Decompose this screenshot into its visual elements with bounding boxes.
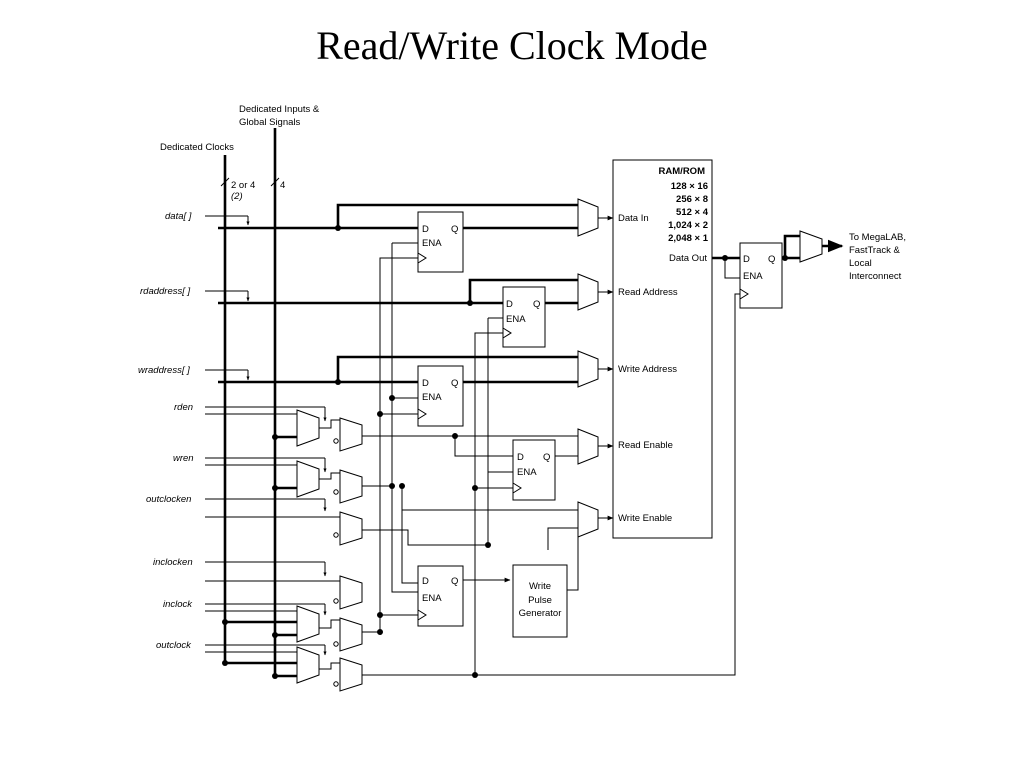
register-q-label: Q xyxy=(768,254,775,265)
register-ena-label: ENA xyxy=(517,467,537,478)
port-data-out: Data Out xyxy=(669,253,707,264)
ram-config-2: 256 × 8 xyxy=(676,194,708,205)
register-ena-label: ENA xyxy=(506,314,526,325)
register-write-address: D Q ENA xyxy=(417,365,464,427)
ram-title: RAM/ROM xyxy=(659,166,706,177)
input-label-outclock: outclock xyxy=(156,640,192,651)
control-multiplexers xyxy=(296,409,363,692)
input-label-rden: rden xyxy=(174,402,193,413)
output-label-4: Interconnect xyxy=(849,271,902,282)
register-d-label: D xyxy=(422,378,429,389)
register-d-label: D xyxy=(422,224,429,235)
ram-config-5: 2,048 × 1 xyxy=(668,233,709,244)
register-ena-label: ENA xyxy=(422,392,442,403)
register-read-enable: D Q ENA xyxy=(512,439,556,501)
port-write-address: Write Address xyxy=(618,364,677,375)
dedicated-clocks-label: Dedicated Clocks xyxy=(160,142,234,153)
input-label-inclocken: inclocken xyxy=(153,557,193,568)
clock-bus-width-label: 2 or 4 xyxy=(231,180,255,191)
register-ena-label: ENA xyxy=(422,593,442,604)
register-q-label: Q xyxy=(543,452,550,463)
ram-config-4: 1,024 × 2 xyxy=(668,220,708,231)
port-read-address: Read Address xyxy=(618,287,678,298)
register-d-label: D xyxy=(517,452,524,463)
global-buses xyxy=(220,128,280,676)
input-label-wraddress: wraddress[ ] xyxy=(138,365,190,376)
wpg-label-2: Pulse xyxy=(528,595,552,606)
input-label-rdaddress: rdaddress[ ] xyxy=(140,286,191,297)
bus-wiring xyxy=(218,203,578,678)
junction-dots xyxy=(222,225,788,679)
input-bus-width-label: 4 xyxy=(280,180,285,191)
port-multiplexers xyxy=(577,198,823,538)
output-label-1: To MegaLAB, xyxy=(849,232,906,243)
ram-config-1: 128 × 16 xyxy=(671,181,708,192)
register-q-label: Q xyxy=(451,378,458,389)
register-d-label: D xyxy=(743,254,750,265)
input-stubs xyxy=(205,215,340,656)
slide-title: Read/Write Clock Mode xyxy=(316,23,708,68)
register-d-label: D xyxy=(422,576,429,587)
register-ena-label: ENA xyxy=(422,238,442,249)
control-wiring xyxy=(319,215,844,676)
register-q-label: Q xyxy=(451,576,458,587)
input-label-wren: wren xyxy=(173,453,194,464)
ram-rom-block: RAM/ROM 128 × 16 256 × 8 512 × 4 1,024 ×… xyxy=(612,159,713,539)
port-data-in: Data In xyxy=(618,213,649,224)
port-read-enable: Read Enable xyxy=(618,440,673,451)
register-write-enable: D Q ENA xyxy=(417,565,464,627)
output-destination: To MegaLAB, FastTrack & Local Interconne… xyxy=(849,232,906,282)
ram-config-3: 512 × 4 xyxy=(676,207,709,218)
input-label-inclock: inclock xyxy=(163,599,193,610)
register-read-address: D Q ENA xyxy=(502,286,546,348)
register-q-label: Q xyxy=(451,224,458,235)
register-q-label: Q xyxy=(533,299,540,310)
wpg-label-1: Write xyxy=(529,581,551,592)
register-data-out: D Q ENA xyxy=(739,242,783,309)
dedicated-inputs-label-1: Dedicated Inputs & xyxy=(239,104,320,115)
register-data-in: D Q ENA xyxy=(417,211,464,273)
clock-bus-note-label: (2) xyxy=(231,191,243,202)
register-d-label: D xyxy=(506,299,513,310)
register-ena-label: ENA xyxy=(743,271,763,282)
input-label-data: data[ ] xyxy=(165,211,192,222)
port-write-enable: Write Enable xyxy=(618,513,672,524)
input-label-outclocken: outclocken xyxy=(146,494,191,505)
dedicated-inputs-label-2: Global Signals xyxy=(239,117,301,128)
write-pulse-generator: Write Pulse Generator xyxy=(512,564,568,638)
output-label-3: Local xyxy=(849,258,872,269)
wpg-label-3: Generator xyxy=(519,608,562,619)
output-label-2: FastTrack & xyxy=(849,245,901,256)
